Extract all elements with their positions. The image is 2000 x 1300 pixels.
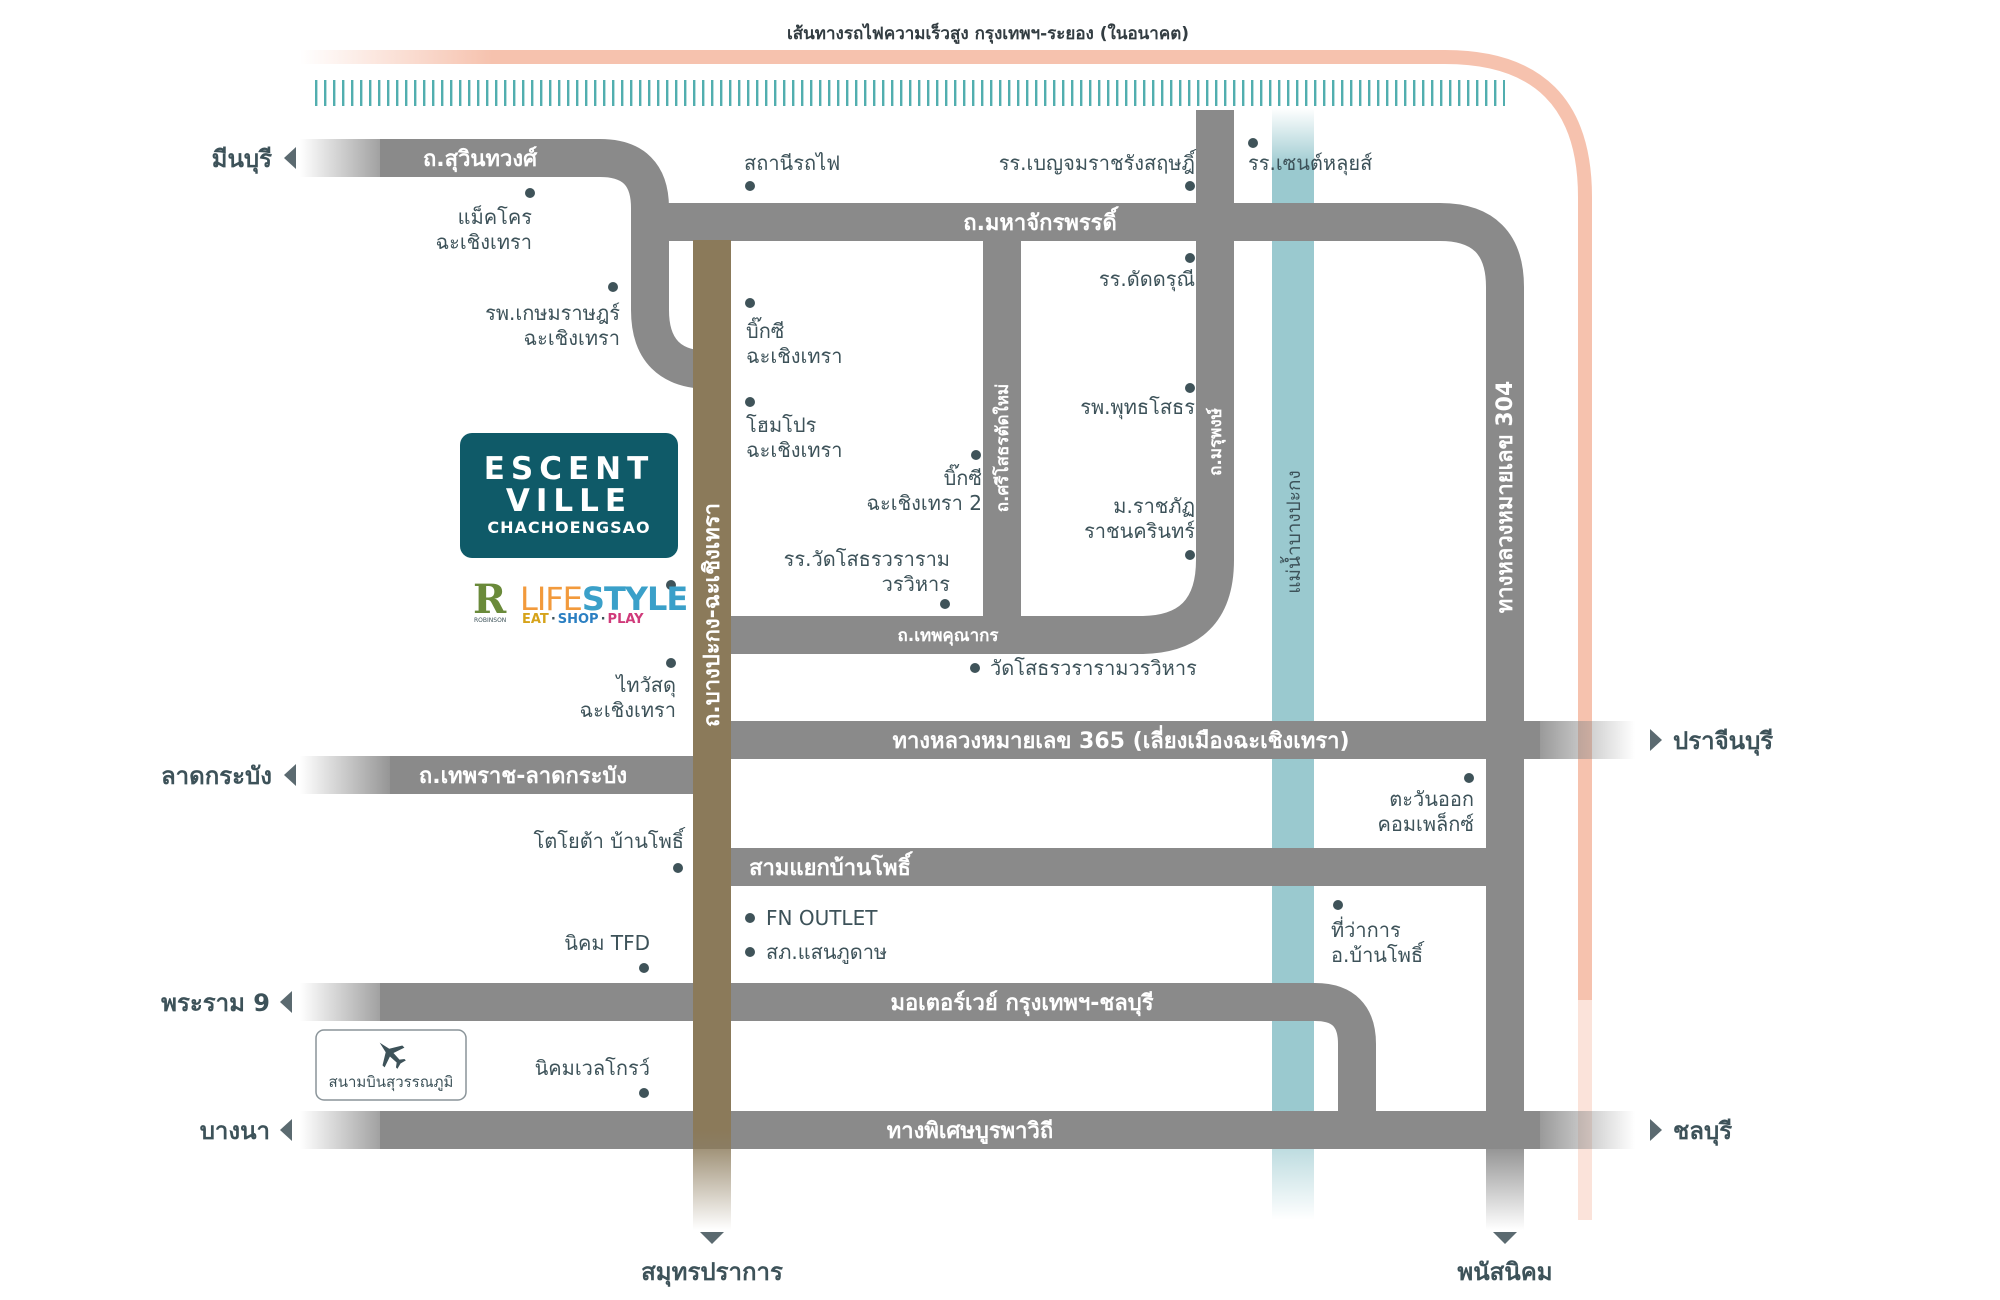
logo-line3: CHACHOENGSAO xyxy=(487,518,650,537)
logo-line2: VILLE xyxy=(506,483,632,519)
rail-track-ties xyxy=(310,80,1505,106)
tag-eat: EAT xyxy=(522,612,549,627)
place-watsotthon: วัดโสธรวรารามวรวิหาร xyxy=(990,656,1197,680)
label-highway-365: ทางหลวงหมายเลข 365 (เลี่ยงเมืองฉะเชิงเทร… xyxy=(892,724,1349,754)
logo-line1: ESCENT xyxy=(484,451,655,487)
place-tfd: นิคม TFD xyxy=(564,931,650,955)
place-toyota: โตโยต้า บ้านโพธิ์ xyxy=(534,826,687,853)
svg-text:EAT·SHOP·PLAY: EAT·SHOP·PLAY xyxy=(522,612,644,627)
tag-separator: · xyxy=(601,612,606,627)
label-motorway: มอเตอร์เวย์ กรุงเทพฯ-ชลบุรี xyxy=(890,990,1153,1017)
arrow-down-icon xyxy=(1493,1232,1517,1244)
road-bangpakong-main xyxy=(693,240,731,1230)
place-homepro: โฮมโปร xyxy=(746,413,817,437)
high-speed-rail: เส้นทางรถไฟความเร็วสูง กรุงเทพฯ-ระยอง (ใ… xyxy=(300,21,1593,1220)
place-kasemrad: รพ.เกษมราษฎร์ xyxy=(485,301,620,325)
label-srisotthornmai: ถ.ศรีโสธรตัดใหม่ xyxy=(992,384,1013,512)
roads xyxy=(380,110,1540,1149)
river-label: แม่น้ำบางปะกง xyxy=(1280,470,1305,593)
arrow-right-icon xyxy=(1650,1119,1662,1141)
road-fades xyxy=(300,110,1635,1230)
arrow-left-icon xyxy=(280,991,292,1013)
rail-label: เส้นทางรถไฟความเร็วสูง กรุงเทพฯ-ระยอง (ใ… xyxy=(787,21,1189,45)
place-makro-sub: ฉะเชิงเทรา xyxy=(435,230,532,254)
airport-badge: สนามบินสุวรรณภูมิ xyxy=(315,1029,467,1101)
arrow-down-icon xyxy=(700,1232,724,1244)
place-rajabhat-sub: ราชนครินทร์ xyxy=(1084,519,1195,543)
label-suwinthawong: ถ.สุวินทวงศ์ xyxy=(423,146,538,173)
dest-samutprakan: สมุทรปราการ xyxy=(641,1258,783,1288)
dest-prachinburi: ปราจีนบุรี xyxy=(1673,727,1773,757)
place-wellgrow: นิคมเวลโกรว์ xyxy=(535,1056,650,1080)
rail-line xyxy=(300,50,1592,1220)
road-suwinthawong xyxy=(380,139,711,389)
destinations: มีนบุรี ลาดกระบัง พระราม 9 บางนา ปราจีนบ… xyxy=(161,145,1773,1288)
road-maruphong xyxy=(720,110,1234,654)
airport-label: สนามบินสุวรรณภูมิ xyxy=(329,1073,454,1092)
place-bigc2: บิ๊กซี xyxy=(944,463,982,490)
place-tawan-ok-sub: คอมเพล็กซ์ xyxy=(1377,811,1474,836)
tag-shop: SHOP xyxy=(558,612,599,627)
road-labels: ถ.สุวินทวงศ์ ถ.มหาจักรพรรดิ์ ถ.ศรีโสธรตั… xyxy=(419,146,1518,1145)
robinson-r-icon: R xyxy=(473,576,507,623)
place-watsotthon-school: รร.วัดโสธรวราราม xyxy=(784,547,950,571)
dest-chonburi: ชลบุรี xyxy=(1673,1117,1732,1147)
lifestyle-word-life: LIFE xyxy=(520,580,582,618)
place-sk-saenphu: สภ.แสนภูดาษ xyxy=(766,940,887,965)
label-theppharat: ถ.เทพราช-ลาดกระบัง xyxy=(419,764,627,789)
label-bangpakong: ถ.บางปะกง-ฉะเชิงเทรา xyxy=(700,503,725,727)
place-phuttasothorn: รพ.พุทธโสธร xyxy=(1080,395,1195,420)
place-kasemrad-sub: ฉะเชิงเทรา xyxy=(523,326,620,350)
arrow-right-icon xyxy=(1650,729,1662,751)
robinson-lifestyle-logo: R ROBINSON LIFESTYLE EAT·SHOP·PLAY xyxy=(473,576,688,627)
label-mahachakkraphat: ถ.มหาจักรพรรดิ์ xyxy=(963,206,1119,236)
river: แม่น้ำบางปะกง xyxy=(1272,108,1314,1220)
place-homepro-sub: ฉะเชิงเทรา xyxy=(746,438,843,462)
place-bigc-sub: ฉะเชิงเทรา xyxy=(746,344,843,368)
place-rajabhat: ม.ราชภัฏ xyxy=(1113,494,1195,518)
label-burapha: ทางพิเศษบูรพาวิถี xyxy=(887,1119,1053,1145)
road-motorway xyxy=(380,983,1376,1130)
place-benjama: รร.เบญจมราชรังสฤษฎิ์ xyxy=(999,148,1197,175)
arrow-left-icon xyxy=(284,147,296,169)
label-maruphong: ถ.มรุพงษ์ xyxy=(1205,408,1226,476)
dest-rama9: พระราม 9 xyxy=(161,989,270,1017)
lifestyle-word-style: STYLE xyxy=(582,580,687,618)
places: สถานีรถไฟ รร.เบญจมราชรังสฤษฎิ์ รร.เซนต์ห… xyxy=(435,138,1474,1098)
place-amphoe: ที่ว่าการ xyxy=(1331,916,1401,942)
label-thepkhunakorn: ถ.เทพคุณากร xyxy=(897,626,999,646)
place-saint-louis: รร.เซนต์หลุยส์ xyxy=(1248,151,1372,176)
label-sam-yaek: สามแยกบ้านโพธิ์ xyxy=(749,851,913,881)
place-bigc: บิ๊กซี xyxy=(746,316,784,343)
dest-latkrabang: ลาดกระบัง xyxy=(161,762,272,790)
escent-ville-logo: ESCENT VILLE CHACHOENGSAO xyxy=(460,433,678,558)
road-mahachakkraphat xyxy=(650,203,1524,1130)
place-thaiwatsadu: ไทวัสดุ xyxy=(614,673,676,698)
tag-separator: · xyxy=(551,612,556,627)
dest-phanatnikhom: พนัสนิคม xyxy=(1457,1258,1552,1286)
place-station: สถานีรถไฟ xyxy=(744,151,840,175)
svg-text:LIFESTYLE: LIFESTYLE xyxy=(520,580,687,618)
dest-bangna: บางนา xyxy=(200,1117,270,1145)
airplane-icon xyxy=(379,1042,406,1069)
place-makro: แม็คโคร xyxy=(458,204,533,229)
tag-play: PLAY xyxy=(608,612,645,627)
arrow-left-icon xyxy=(284,764,296,786)
robinson-wordmark: ROBINSON xyxy=(474,617,506,624)
place-tawan-ok: ตะวันออก xyxy=(1389,787,1474,811)
place-amphoe-sub: อ.บ้านโพธิ์ xyxy=(1331,940,1425,967)
place-bigc2-sub: ฉะเชิงเทรา 2 xyxy=(866,491,982,515)
arrow-left-icon xyxy=(280,1119,292,1141)
place-thaiwatsadu-sub: ฉะเชิงเทรา xyxy=(579,698,676,722)
dest-minburi: มีนบุรี xyxy=(212,145,272,175)
label-highway-304: ทางหลวงหมายเลข 304 xyxy=(1493,381,1518,614)
place-watsotthon-school-sub: วรวิหาร xyxy=(882,572,951,596)
place-fn-outlet: FN OUTLET xyxy=(766,906,878,930)
place-datdarun: รร.ดัดดรุณี xyxy=(1099,267,1195,292)
